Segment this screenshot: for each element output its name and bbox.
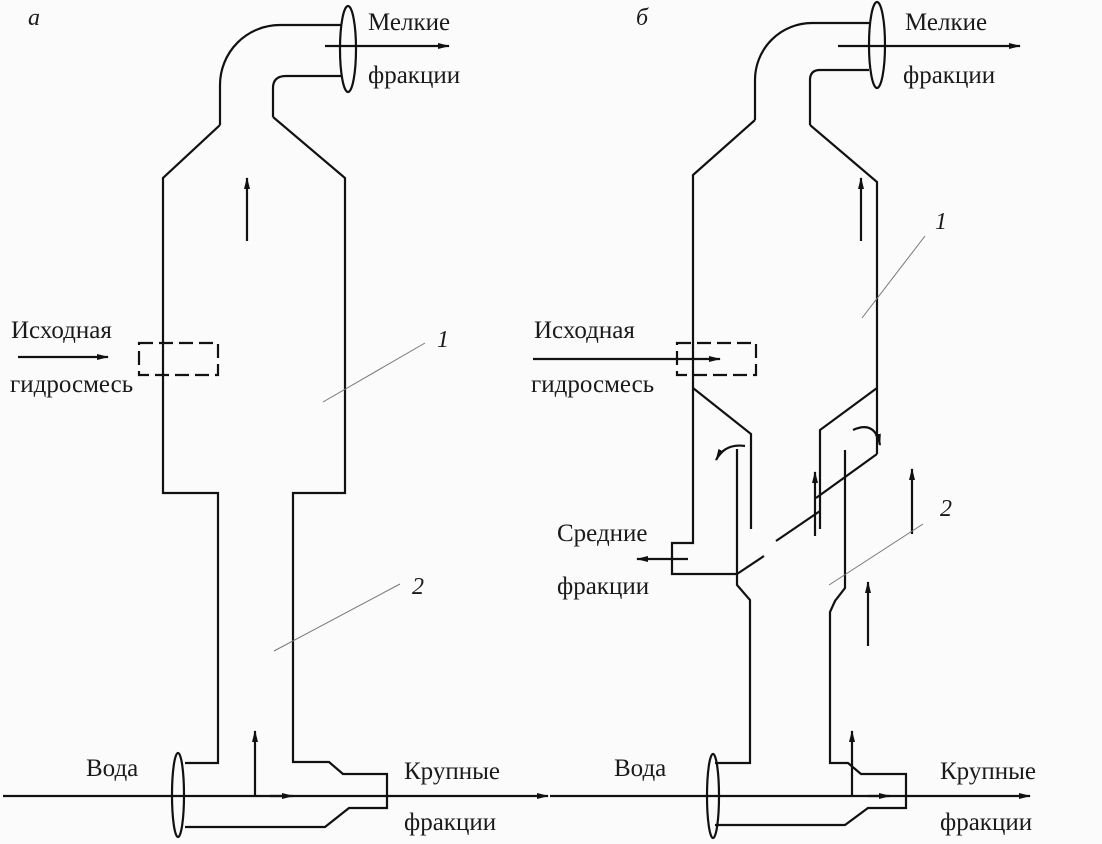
panel-a-feed-inlet [137, 341, 220, 377]
panel-b-right-hopper-bottom [815, 453, 878, 499]
panel-b-upper-right-wall [809, 124, 879, 454]
panel-a-upper-body-right [185, 116, 389, 829]
panel-a-coarse-label-top: Крупные [404, 758, 500, 785]
panel-a-fine-label-top: Мелкие [368, 9, 451, 36]
panel-a-coarse-label-bottom: фракции [404, 809, 497, 836]
panel-b-callout-2: 2 [940, 496, 952, 522]
panel-b-feed-label-top: Исходная [534, 317, 635, 344]
panel-a-leader-2 [273, 583, 401, 652]
panel-b-feed-label-bottom: гидросмесь [531, 371, 655, 398]
panel-a-leader-1 [322, 342, 426, 403]
panel-a-feed-label-bottom: гидросмесь [10, 371, 134, 398]
panel-b-classifier [533, 0, 1031, 840]
panel-b-diagonal-separator [736, 510, 821, 575]
panel-b-outlet-pipe-inner [808, 68, 869, 125]
panel-b-left-curved-arrow [715, 444, 746, 461]
panel-b-right-hopper [818, 387, 878, 529]
panel-b-right-inner-pipe [715, 450, 908, 827]
panel-a-classifier [3, 4, 549, 839]
panel-a-feed-label-top: Исходная [11, 317, 112, 344]
panel-b-callout-1: 1 [935, 209, 947, 235]
panel-a-outlet-pipe-outer [218, 23, 342, 125]
panel-b-fine-label-bottom: фракции [903, 62, 996, 89]
panel-b-fine-label-top: Мелкие [905, 9, 988, 36]
panel-b-upper-left-wall [670, 119, 756, 765]
panel-b-left-hopper [692, 387, 753, 529]
panel-a-outlet-pipe-inner [271, 74, 342, 117]
panel-a-callout-1: 1 [437, 327, 449, 353]
panel-a-water-label: Вода [86, 755, 139, 782]
panel-b-outlet-pipe-outer [753, 21, 869, 120]
panel-b-leader-2 [828, 523, 924, 586]
panel-b-medium-label-bottom: фракции [557, 573, 650, 600]
panel-b-letter: б [636, 5, 649, 31]
panel-b-medium-label-top: Средние [557, 520, 648, 547]
panel-b-water-label: Вода [614, 755, 667, 782]
panel-b-leader-1 [861, 235, 926, 319]
panel-b-coarse-label-top: Крупные [940, 758, 1036, 785]
panel-b-right-curved-arrow [852, 426, 882, 446]
panel-a-upper-body [161, 124, 221, 765]
panel-a-callout-2: 2 [412, 574, 424, 600]
panel-a-fine-label-bottom: фракции [368, 62, 461, 89]
panel-a-letter: а [28, 5, 40, 31]
panel-b-coarse-label-bottom: фракции [940, 809, 1033, 836]
panel-a-outlet-flange [338, 4, 358, 94]
